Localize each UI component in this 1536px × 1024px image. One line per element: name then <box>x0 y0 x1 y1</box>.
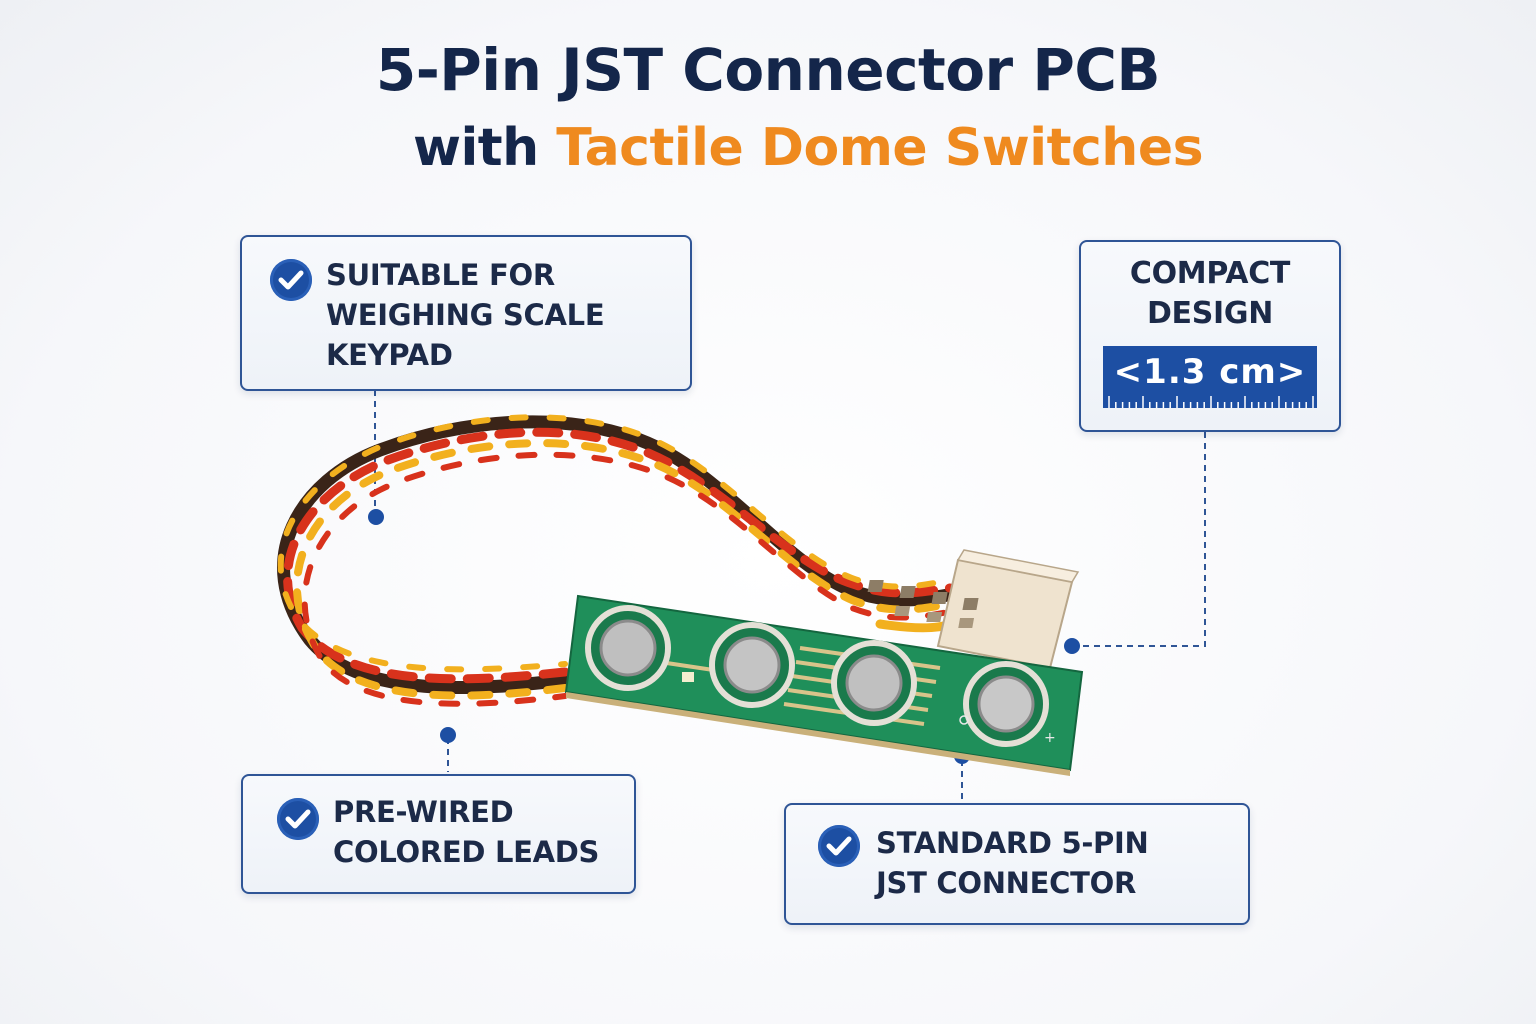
callout-compact-text: Compact Design <box>1081 254 1339 334</box>
dome-switch-2 <box>709 622 795 708</box>
ruler-icon: <1.3 cm> <box>1103 346 1317 408</box>
wire-yellow-stub <box>875 619 955 633</box>
callout-compact-line1: Compact <box>1129 256 1291 291</box>
leader-lines <box>374 390 1206 802</box>
callout-connector-line2: JST connector <box>876 866 1136 900</box>
checkmark-circle-icon <box>270 259 312 301</box>
dome-switches <box>585 605 1049 747</box>
callout-colored-leads: Pre-wired colored leads <box>241 774 636 894</box>
leader-line-compact <box>1072 432 1206 647</box>
page-title: 5-Pin JST Connector PCB <box>375 36 1161 104</box>
checkmark-circle-icon <box>818 825 860 867</box>
callout-compact-line2: Design <box>1146 296 1274 331</box>
page-subtitle: with Tactile Dome Switches <box>0 118 1536 178</box>
leader-dot-compact <box>1064 638 1080 654</box>
wire-red-2 <box>301 451 951 707</box>
callout-connector-text: Standard 5-pin JST connector <box>876 823 1236 903</box>
callout-leads-line1: Pre-wired <box>333 795 514 829</box>
wire-red <box>283 427 955 684</box>
ruler-measure: <1.3 cm> <box>1113 352 1307 392</box>
callout-leads-text: Pre-wired colored leads <box>333 792 633 872</box>
leader-dot-keypad <box>368 509 384 525</box>
callout-connector-line1: Standard 5-pin <box>876 826 1149 860</box>
callout-jst-connector: Standard 5-pin JST connector <box>784 803 1250 925</box>
callout-keypad-line3: keypad <box>326 338 453 372</box>
callout-keypad-line2: weighing scale <box>326 298 605 332</box>
callout-keypad-line1: Suitable for <box>326 258 555 292</box>
wire-yellow-2 <box>277 414 953 673</box>
ruler-ticks <box>1108 396 1314 408</box>
pcb-board: + <box>564 594 1084 776</box>
dome-switch-1 <box>585 605 671 691</box>
subtitle-prefix: with <box>412 118 539 178</box>
subtitle-accent: Tactile Dome Switches <box>556 118 1204 178</box>
callout-compact-design: Compact Design <1.3 cm> <box>1079 240 1341 432</box>
callout-keypad-text: Suitable for weighing scale keypad <box>326 255 676 375</box>
pcb-hole <box>959 715 969 725</box>
pcb-plus-mark: + <box>1044 730 1056 746</box>
callout-leads-line2: colored leads <box>333 835 600 869</box>
callout-keypad: Suitable for weighing scale keypad <box>240 235 692 391</box>
dome-switch-3 <box>831 640 917 726</box>
checkmark-circle-icon <box>277 798 319 840</box>
wire-brown <box>277 415 955 695</box>
leader-dot-leads <box>440 727 456 743</box>
dome-switch-4 <box>963 661 1049 747</box>
pcb-pad <box>682 672 694 682</box>
